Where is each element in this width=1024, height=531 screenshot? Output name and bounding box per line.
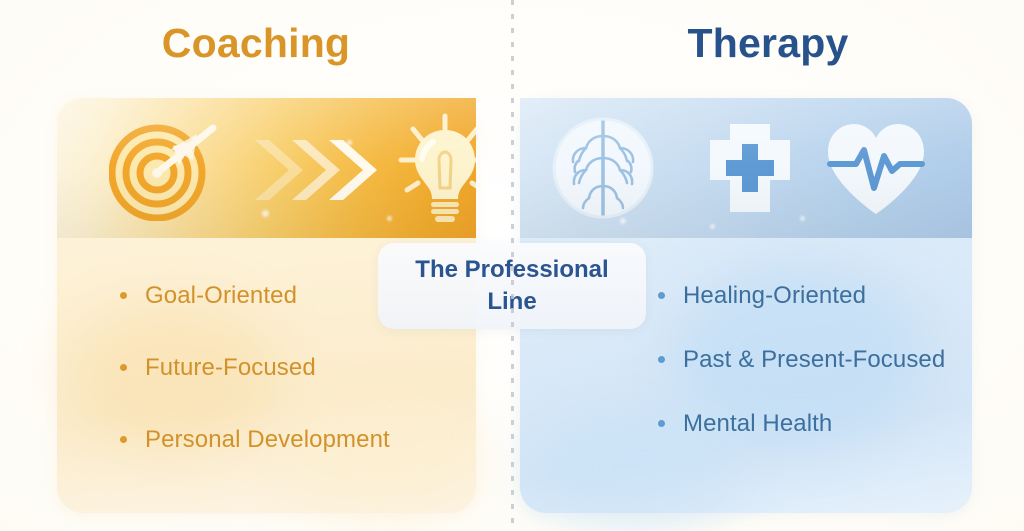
sparkle-dot [710, 224, 715, 229]
list-item-label: Past & Present-Focused [683, 346, 946, 373]
list-item: Goal-Oriented [120, 280, 460, 312]
chevrons-forward-icon [247, 130, 377, 210]
therapy-feature-list: Healing-Oriented Past & Present-Focused … [658, 280, 958, 440]
target-arrow-icon [109, 116, 219, 221]
column-title-coaching: Coaching [161, 20, 351, 66]
column-title-therapy: Therapy [687, 20, 849, 66]
therapy-icon-band [520, 98, 972, 238]
list-item: Personal Development [120, 424, 460, 456]
brain-icon [548, 114, 658, 222]
list-item: Past & Present-Focused [658, 344, 958, 376]
list-item-label: Goal-Oriented [145, 282, 298, 309]
list-item: Future-Focused [120, 352, 460, 384]
vertical-dotted-divider [511, 0, 514, 531]
bullet-dot-icon [120, 364, 127, 371]
list-item: Mental Health [658, 408, 958, 440]
coaching-icon-band [57, 98, 476, 238]
bullet-dot-icon [658, 420, 665, 427]
bullet-dot-icon [658, 292, 665, 299]
lightbulb-icon [387, 110, 476, 226]
sparkle-dot [262, 210, 269, 217]
bullet-dot-icon [658, 356, 665, 363]
heart-pulse-icon [820, 116, 932, 220]
list-item-label: Personal Development [145, 426, 390, 453]
medical-cross-icon [698, 118, 802, 218]
list-item-label: Healing-Oriented [683, 282, 867, 309]
list-item: Healing-Oriented [658, 280, 958, 312]
list-item-label: Future-Focused [145, 354, 316, 381]
list-item-label: Mental Health [683, 410, 833, 437]
bullet-dot-icon [120, 292, 127, 299]
bullet-dot-icon [120, 436, 127, 443]
